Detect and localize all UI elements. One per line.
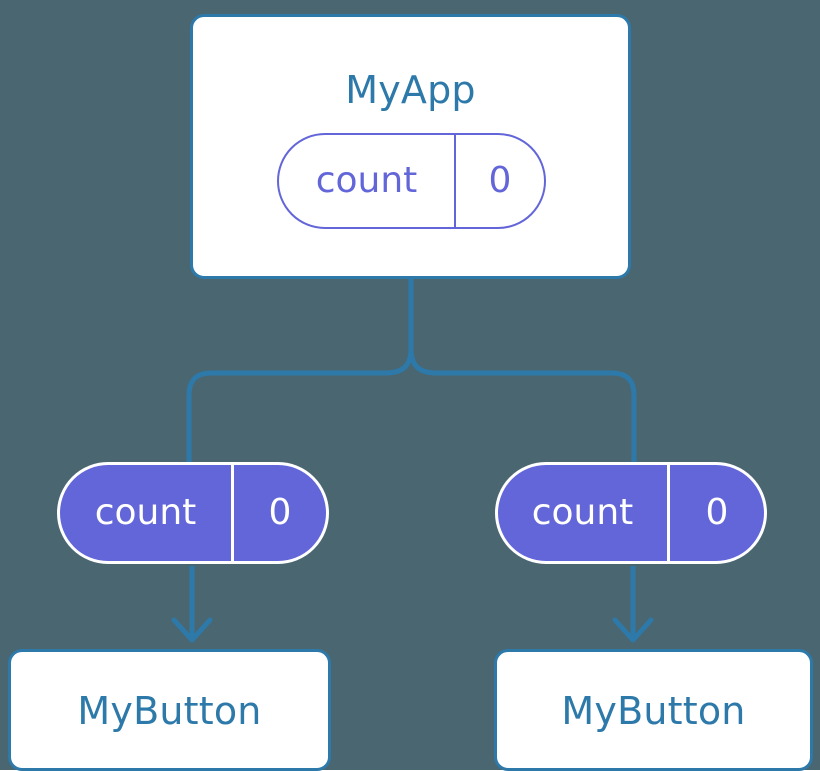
state-to-button-arrow-left: [171, 566, 213, 643]
state-pill-child-left[interactable]: count 0: [57, 462, 329, 564]
state-pill-myapp-key: count: [279, 135, 456, 227]
component-box-mybutton-left[interactable]: MyButton: [8, 649, 331, 771]
branch-left: [186, 347, 414, 462]
component-label-myapp: MyApp: [345, 68, 476, 112]
branch-right: [408, 347, 637, 462]
component-label-mybutton-left: MyButton: [77, 689, 262, 733]
component-label-mybutton-right: MyButton: [561, 689, 746, 733]
state-pill-child-right[interactable]: count 0: [495, 462, 767, 564]
state-pill-child-left-key: count: [60, 465, 234, 561]
state-pill-myapp-value: 0: [488, 160, 512, 201]
component-box-mybutton-right[interactable]: MyButton: [494, 649, 813, 771]
state-pill-myapp[interactable]: count 0: [277, 133, 546, 229]
state-pill-child-right-key: count: [498, 465, 670, 561]
state-pill-child-left-value: 0: [268, 492, 292, 533]
state-pill-child-right-value: 0: [705, 492, 729, 533]
state-to-button-arrow-right: [612, 566, 654, 643]
